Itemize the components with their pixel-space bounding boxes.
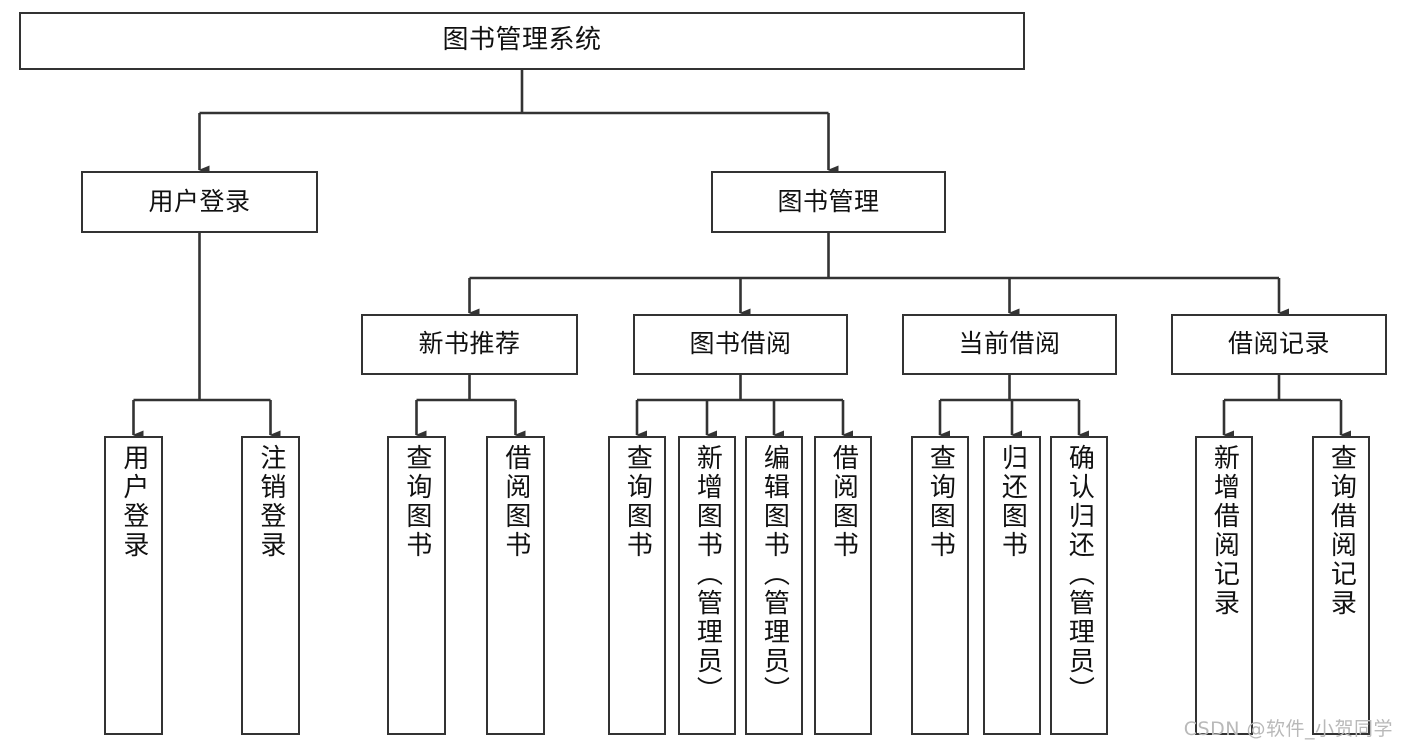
node-leaf-user-login[interactable]: 用户登录 xyxy=(104,436,163,735)
node-label: 新书推荐 xyxy=(418,329,521,359)
node-label: 新增借阅记录 xyxy=(1209,444,1240,618)
node-label: 图书管理 xyxy=(777,186,880,216)
node-label: 借阅记录 xyxy=(1227,329,1330,359)
node-leaf-add-book-admin[interactable]: 新增图书（管理员） xyxy=(678,436,736,735)
node-label: 查询图书 xyxy=(401,444,432,560)
node-label: 图书借阅 xyxy=(689,329,792,359)
node-leaf-borrow-book-2[interactable]: 借阅图书 xyxy=(814,436,872,735)
node-leaf-borrow-book-1[interactable]: 借阅图书 xyxy=(486,436,545,735)
node-label: 借阅图书 xyxy=(500,444,531,560)
node-leaf-return-book[interactable]: 归还图书 xyxy=(983,436,1041,735)
node-leaf-logout[interactable]: 注销登录 xyxy=(241,436,300,735)
node-leaf-query-book-3[interactable]: 查询图书 xyxy=(911,436,969,735)
node-leaf-query-book-1[interactable]: 查询图书 xyxy=(387,436,446,735)
node-label: 图书管理系统 xyxy=(442,25,602,56)
node-leaf-add-borrow-record[interactable]: 新增借阅记录 xyxy=(1195,436,1253,735)
node-label: 确认归还（管理员） xyxy=(1064,444,1095,705)
node-leaf-query-borrow-record[interactable]: 查询借阅记录 xyxy=(1312,436,1370,735)
node-leaf-query-book-2[interactable]: 查询图书 xyxy=(608,436,666,735)
node-label: 注销登录 xyxy=(255,444,286,560)
node-label: 查询借阅记录 xyxy=(1326,444,1357,618)
watermark-text: CSDN @软件_小贺同学 xyxy=(1183,718,1393,740)
node-book-manage[interactable]: 图书管理 xyxy=(711,171,946,233)
node-label: 借阅图书 xyxy=(828,444,859,560)
node-leaf-confirm-return[interactable]: 确认归还（管理员） xyxy=(1050,436,1108,735)
node-root-图书管理系统[interactable]: 图书管理系统 xyxy=(19,12,1025,70)
node-label: 用户登录 xyxy=(148,186,251,216)
node-label: 用户登录 xyxy=(118,444,149,560)
node-label: 新增图书（管理员） xyxy=(692,444,723,705)
node-user-login[interactable]: 用户登录 xyxy=(81,171,318,233)
node-book-borrow[interactable]: 图书借阅 xyxy=(633,314,848,375)
node-new-book-recommend[interactable]: 新书推荐 xyxy=(361,314,578,375)
node-label: 查询图书 xyxy=(622,444,653,560)
node-leaf-edit-book-admin[interactable]: 编辑图书（管理员） xyxy=(745,436,803,735)
node-current-borrow[interactable]: 当前借阅 xyxy=(902,314,1117,375)
node-label: 查询图书 xyxy=(925,444,956,560)
node-label: 归还图书 xyxy=(997,444,1028,560)
node-label: 当前借阅 xyxy=(958,329,1061,359)
node-borrow-record[interactable]: 借阅记录 xyxy=(1171,314,1387,375)
node-label: 编辑图书（管理员） xyxy=(759,444,790,705)
